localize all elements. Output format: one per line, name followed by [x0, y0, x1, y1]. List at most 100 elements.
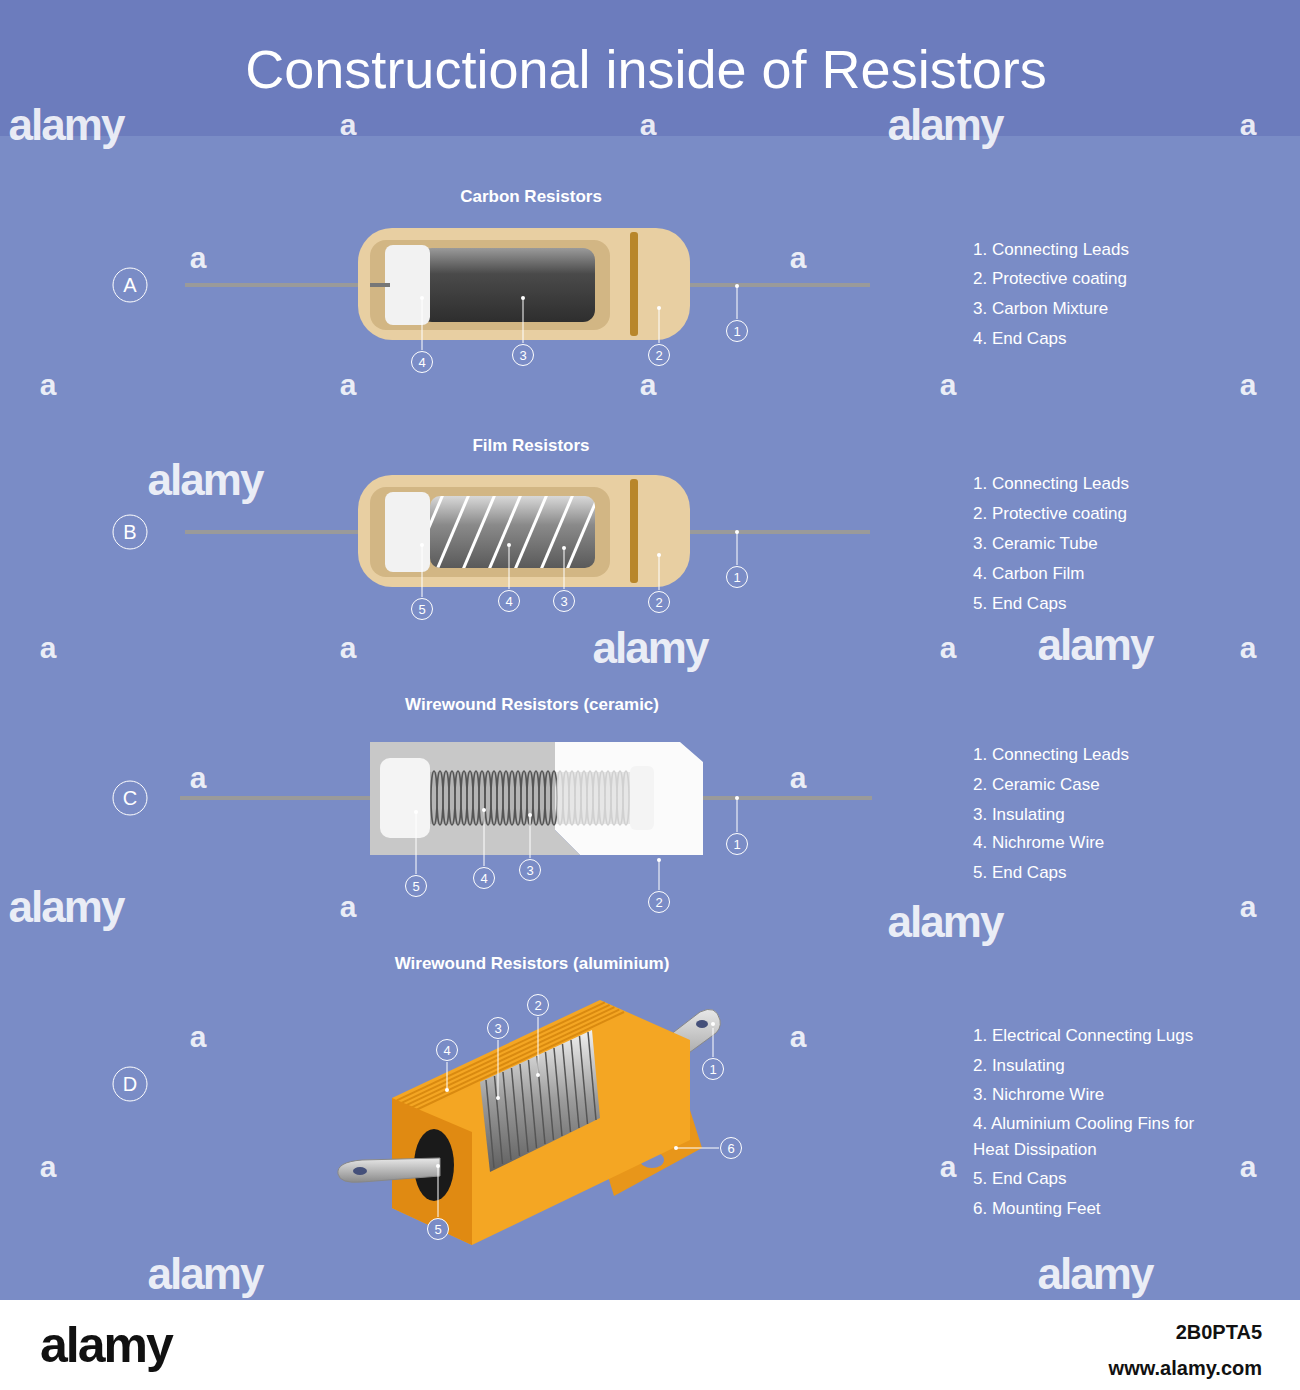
ceramic-wirewound-resistor [180, 742, 872, 890]
section-letter-circle: A [112, 267, 148, 303]
legend-item: 6. Mounting Feet [973, 1196, 1101, 1222]
coil-winding [587, 771, 593, 825]
watermark: a [340, 631, 357, 665]
watermark: a [40, 631, 57, 665]
callout-number: 3 [512, 344, 534, 366]
legend-item: 2. Ceramic Case [973, 772, 1100, 798]
watermark: a [1240, 631, 1257, 665]
coil-winding [545, 771, 551, 825]
watermark: a [940, 1150, 957, 1184]
circle-outline [113, 515, 147, 549]
coil-winding [623, 771, 629, 825]
watermark: a [340, 890, 357, 924]
coil-winding [461, 771, 467, 825]
callout-number: 4 [473, 867, 495, 889]
section-heading: Wirewound Resistors (aluminium) [395, 954, 670, 974]
coil-winding [467, 771, 473, 825]
coil-winding [569, 771, 575, 825]
section-letter-circle: D [112, 1066, 148, 1102]
coil-winding [515, 771, 521, 825]
coil-winding [581, 771, 587, 825]
coil-winding [437, 771, 443, 825]
coil-winding [599, 771, 605, 825]
watermark: alamy [148, 1249, 263, 1299]
watermark: a [340, 368, 357, 402]
watermark: a [940, 631, 957, 665]
coil-winding [443, 771, 449, 825]
coil-winding [449, 771, 455, 825]
coil-winding [611, 771, 617, 825]
coil-winding [593, 771, 599, 825]
footer-bar [0, 1300, 1300, 1390]
section-heading: Wirewound Resistors (ceramic) [405, 695, 659, 715]
legend-item: 1. Connecting Leads [973, 471, 1129, 497]
watermark: alamy [888, 897, 1003, 947]
watermark: alamy [9, 882, 124, 932]
watermark: a [190, 761, 207, 795]
film-spiral [592, 496, 595, 568]
callout-number: 5 [411, 598, 433, 620]
callout-number: 1 [702, 1058, 724, 1080]
watermark: alamy [888, 100, 1003, 150]
coil-winding [503, 771, 509, 825]
legend-item: 1. Connecting Leads [973, 237, 1129, 263]
section-letter: C [112, 780, 148, 816]
watermark: a [790, 1020, 807, 1054]
coil-winding [520, 1064, 528, 1152]
coil-winding [497, 771, 503, 825]
coil-winding [551, 771, 557, 825]
coil-winding [557, 771, 563, 825]
callout-number: 3 [487, 1017, 509, 1039]
film-spiral [462, 496, 496, 568]
callout-number: 6 [720, 1137, 742, 1159]
section-letter: D [112, 1066, 148, 1102]
watermark: a [790, 761, 807, 795]
watermark: a [190, 241, 207, 275]
watermark: a [40, 368, 57, 402]
film-spiral [488, 496, 522, 568]
coil-winding [617, 771, 623, 825]
coil-winding [491, 771, 497, 825]
image-id: 2B0PTA5 [1176, 1321, 1262, 1344]
legend-item: 2. Insulating [973, 1053, 1065, 1079]
circle-outline [113, 781, 147, 815]
watermark: alamy [1038, 1249, 1153, 1299]
callout-number: 2 [648, 591, 670, 613]
film-spiral [540, 496, 574, 568]
coil-winding [533, 771, 539, 825]
aluminium-wirewound-resistor [338, 1000, 720, 1245]
watermark: a [1240, 890, 1257, 924]
legend-item: 5. End Caps [973, 1166, 1067, 1192]
coil-winding [431, 771, 437, 825]
watermark: a [1240, 368, 1257, 402]
title: Constructional inside of Resistors [3, 38, 1289, 100]
footer-url: www.alamy.com [1109, 1357, 1262, 1380]
film-spiral [566, 496, 595, 568]
section-heading: Carbon Resistors [460, 187, 602, 207]
legend-item: 1. Connecting Leads [973, 742, 1129, 768]
legend-item: 3. Nichrome Wire [973, 1082, 1104, 1108]
film-spiral [436, 496, 470, 568]
coil-winding [539, 771, 545, 825]
watermark: a [940, 368, 957, 402]
legend-item: 3. Carbon Mixture [973, 296, 1108, 322]
callout-number: 2 [648, 891, 670, 913]
watermark: a [640, 108, 657, 142]
watermark: alamy [148, 455, 263, 505]
watermark: a [40, 1150, 57, 1184]
callout-number: 2 [648, 344, 670, 366]
legend-item: 5. End Caps [973, 591, 1067, 617]
watermark: a [640, 368, 657, 402]
carbon-resistor [185, 228, 870, 350]
section-letter-circle: B [112, 514, 148, 550]
callout-number: 4 [436, 1039, 458, 1061]
legend-item: 4. End Caps [973, 326, 1067, 352]
watermark: a [790, 241, 807, 275]
coil-winding [605, 771, 611, 825]
legend-item: 4. Aluminium Cooling Fins for Heat Dissi… [973, 1111, 1201, 1163]
coil-winding [575, 771, 581, 825]
legend-item: 4. Nichrome Wire [973, 830, 1104, 856]
coil-winding [521, 771, 527, 825]
callout-number: 1 [726, 566, 748, 588]
coil-winding [580, 1036, 588, 1124]
